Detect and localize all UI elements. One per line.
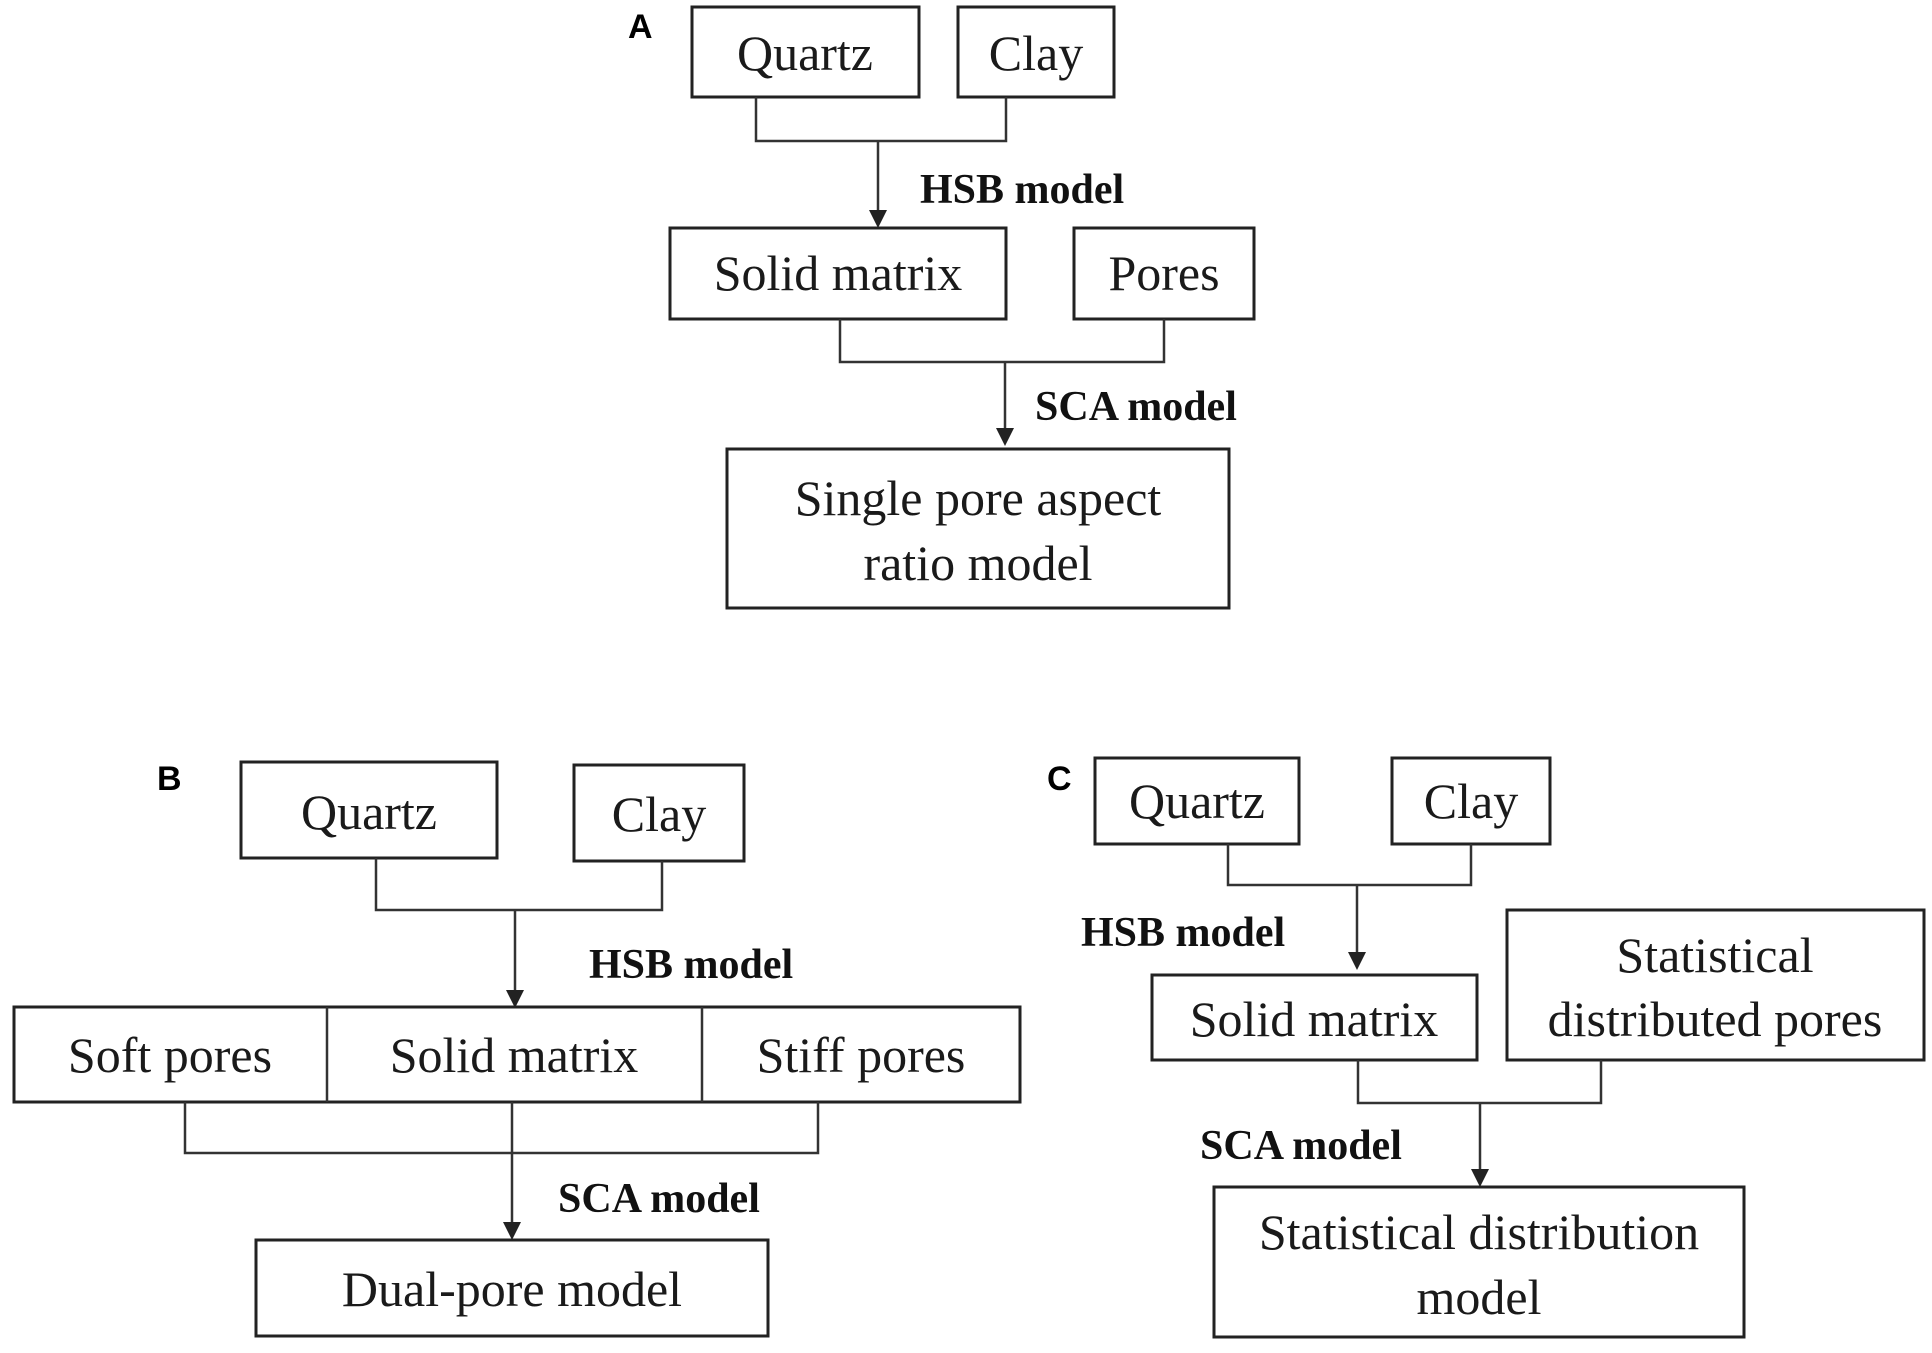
panel-b-clay-box: Clay xyxy=(572,763,746,863)
panel-b-letter: B xyxy=(157,760,182,798)
panel-c: C Quartz Clay HSB model Solid matrix Sta… xyxy=(1047,756,1926,1339)
panel-a: A Quartz Clay HSB model Solid matrix Por… xyxy=(628,5,1256,610)
panel-a-result-box: Single pore aspect ratio model xyxy=(725,447,1231,610)
panel-a-merge-connector-1 xyxy=(754,97,1008,215)
panel-c-letter: C xyxy=(1047,760,1072,798)
panel-a-solid-matrix-box: Solid matrix xyxy=(668,226,1008,321)
panel-a-arrow-1 xyxy=(869,210,887,228)
panel-b-merge-connector-1 xyxy=(374,858,664,993)
panel-a-result-line1: Single pore aspect xyxy=(795,470,1162,526)
panel-a-result-line2: ratio model xyxy=(863,535,1092,591)
panel-a-quartz-box: Quartz xyxy=(690,5,921,99)
panel-c-result-box: Statistical distribution model xyxy=(1212,1185,1746,1339)
panel-a-letter: A xyxy=(628,8,653,46)
panel-c-arrow-2 xyxy=(1471,1169,1489,1187)
panel-b-quartz-label: Quartz xyxy=(301,784,437,840)
panel-a-clay-box: Clay xyxy=(956,5,1116,99)
panel-b-sca-label: SCA model xyxy=(558,1176,760,1222)
panel-b: B Quartz Clay HSB model Soft pores Solid… xyxy=(12,760,1022,1338)
panel-c-quartz-box: Quartz xyxy=(1093,756,1301,846)
panel-b-soft-pores-label: Soft pores xyxy=(68,1027,272,1083)
panel-c-pores-line1: Statistical xyxy=(1616,927,1813,983)
panel-c-pores-line2: distributed pores xyxy=(1548,991,1883,1047)
panel-b-arrow-1 xyxy=(506,990,524,1008)
panel-a-pores-label: Pores xyxy=(1108,245,1219,301)
panel-b-result-label: Dual-pore model xyxy=(342,1261,682,1317)
panel-c-sca-label: SCA model xyxy=(1200,1123,1402,1169)
panel-b-hsb-label: HSB model xyxy=(589,942,793,988)
panel-c-result-line1: Statistical distribution xyxy=(1259,1204,1699,1260)
panel-c-solid-matrix-label: Solid matrix xyxy=(1190,991,1439,1047)
panel-c-clay-label: Clay xyxy=(1424,773,1518,829)
panel-c-result-line2: model xyxy=(1417,1269,1542,1325)
panel-c-arrow-1 xyxy=(1348,952,1366,970)
panel-a-hsb-label: HSB model xyxy=(920,167,1124,213)
panel-b-quartz-box: Quartz xyxy=(239,760,499,860)
panel-b-clay-label: Clay xyxy=(612,786,706,842)
panel-a-arrow-2 xyxy=(996,428,1014,446)
panel-c-quartz-label: Quartz xyxy=(1129,773,1265,829)
panel-b-solid-matrix-label: Solid matrix xyxy=(390,1027,639,1083)
panel-a-pores-box: Pores xyxy=(1072,226,1256,321)
panel-c-solid-matrix-box: Solid matrix xyxy=(1150,973,1479,1062)
panel-a-quartz-label: Quartz xyxy=(737,25,873,81)
panel-c-merge-connector-2 xyxy=(1356,1060,1603,1172)
panel-b-result-box: Dual-pore model xyxy=(254,1238,770,1338)
panel-c-merge-connector-1 xyxy=(1226,844,1473,955)
panel-a-clay-label: Clay xyxy=(989,25,1083,81)
panel-b-merge-connector-2 xyxy=(183,1102,820,1225)
panel-b-stiff-pores-label: Stiff pores xyxy=(757,1027,966,1083)
panel-c-hsb-label: HSB model xyxy=(1081,910,1285,956)
panel-a-solid-matrix-label: Solid matrix xyxy=(714,245,963,301)
panel-a-sca-label: SCA model xyxy=(1035,384,1237,430)
panel-a-merge-connector-2 xyxy=(838,319,1166,432)
panel-c-clay-box: Clay xyxy=(1390,756,1552,846)
panel-b-middle-row: Soft pores Solid matrix Stiff pores xyxy=(12,1005,1022,1104)
panel-b-arrow-2 xyxy=(503,1222,521,1240)
panel-c-pores-box: Statistical distributed pores xyxy=(1505,908,1926,1062)
